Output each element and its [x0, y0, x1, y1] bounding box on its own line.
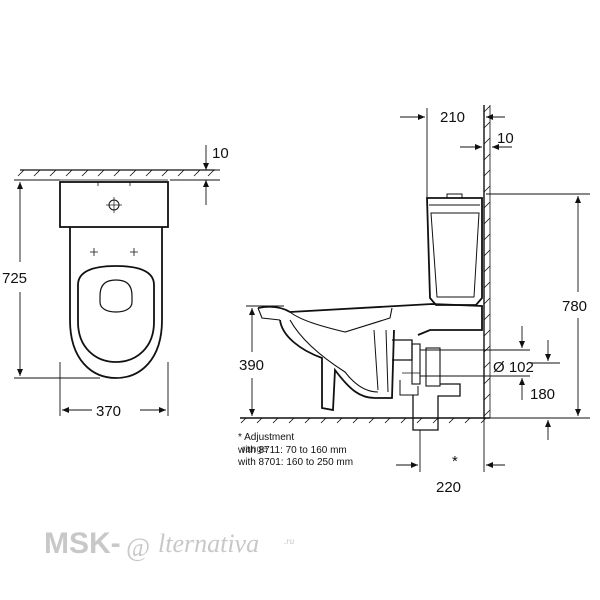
watermark-at: @ — [126, 533, 150, 562]
dim-label-390: 390 — [239, 357, 264, 374]
wall-hatch-top — [17, 169, 215, 177]
dim-label-220: 220 — [436, 479, 461, 496]
dim-210 — [400, 108, 505, 198]
note-line1: with 8711: 70 to 160 mm — [237, 445, 347, 456]
cistern-button-side — [446, 193, 463, 198]
dim-top-left-10 — [170, 145, 220, 205]
dim-180 — [530, 340, 560, 440]
bowl-opening — [99, 279, 133, 313]
dim-780 — [486, 193, 590, 419]
outlet-pipe — [420, 349, 484, 377]
side-view — [240, 105, 491, 431]
bowl-rim-side — [257, 303, 483, 336]
dim-diameter-102 — [470, 326, 530, 400]
bowl-outline-top — [69, 227, 163, 379]
dim-label-top-left-10: 10 — [212, 145, 229, 162]
dim-220 — [396, 418, 505, 472]
floor-hatch — [240, 417, 487, 424]
note-line1-overprint: range — [242, 444, 268, 455]
bowl-body-side — [279, 319, 395, 412]
dim-label-210: 210 — [440, 109, 465, 126]
watermark: MSK- @ lternativa .ru — [44, 527, 295, 562]
note-line2: with 8701: 160 to 250 mm — [237, 457, 353, 468]
dim-label-diameter-102: Ø 102 — [493, 359, 534, 376]
dim-label-370: 370 — [96, 403, 121, 420]
watermark-rest: lternativa — [158, 529, 259, 558]
dim-label-180: 180 — [530, 386, 555, 403]
wall-hatch-side — [483, 105, 491, 417]
outlet-connector — [392, 339, 413, 361]
note-title: * Adjustment — [238, 432, 294, 443]
dim-label-725: 725 — [2, 270, 27, 287]
dim-label-side-10: 10 — [497, 130, 514, 147]
cistern-side — [426, 197, 483, 306]
dim-370 — [59, 362, 169, 416]
seat-fixing-icon — [90, 248, 138, 256]
cistern-top — [59, 181, 169, 228]
watermark-tld: .ru — [284, 536, 295, 546]
dim-725 — [14, 179, 100, 379]
dim-label-780: 780 — [562, 298, 587, 315]
dim-star: * — [452, 453, 458, 470]
top-view — [17, 169, 215, 379]
dim-390 — [246, 305, 284, 416]
seat-rim-top — [77, 265, 155, 363]
watermark-brand: MSK- — [44, 527, 121, 560]
pan-connector — [412, 383, 461, 431]
